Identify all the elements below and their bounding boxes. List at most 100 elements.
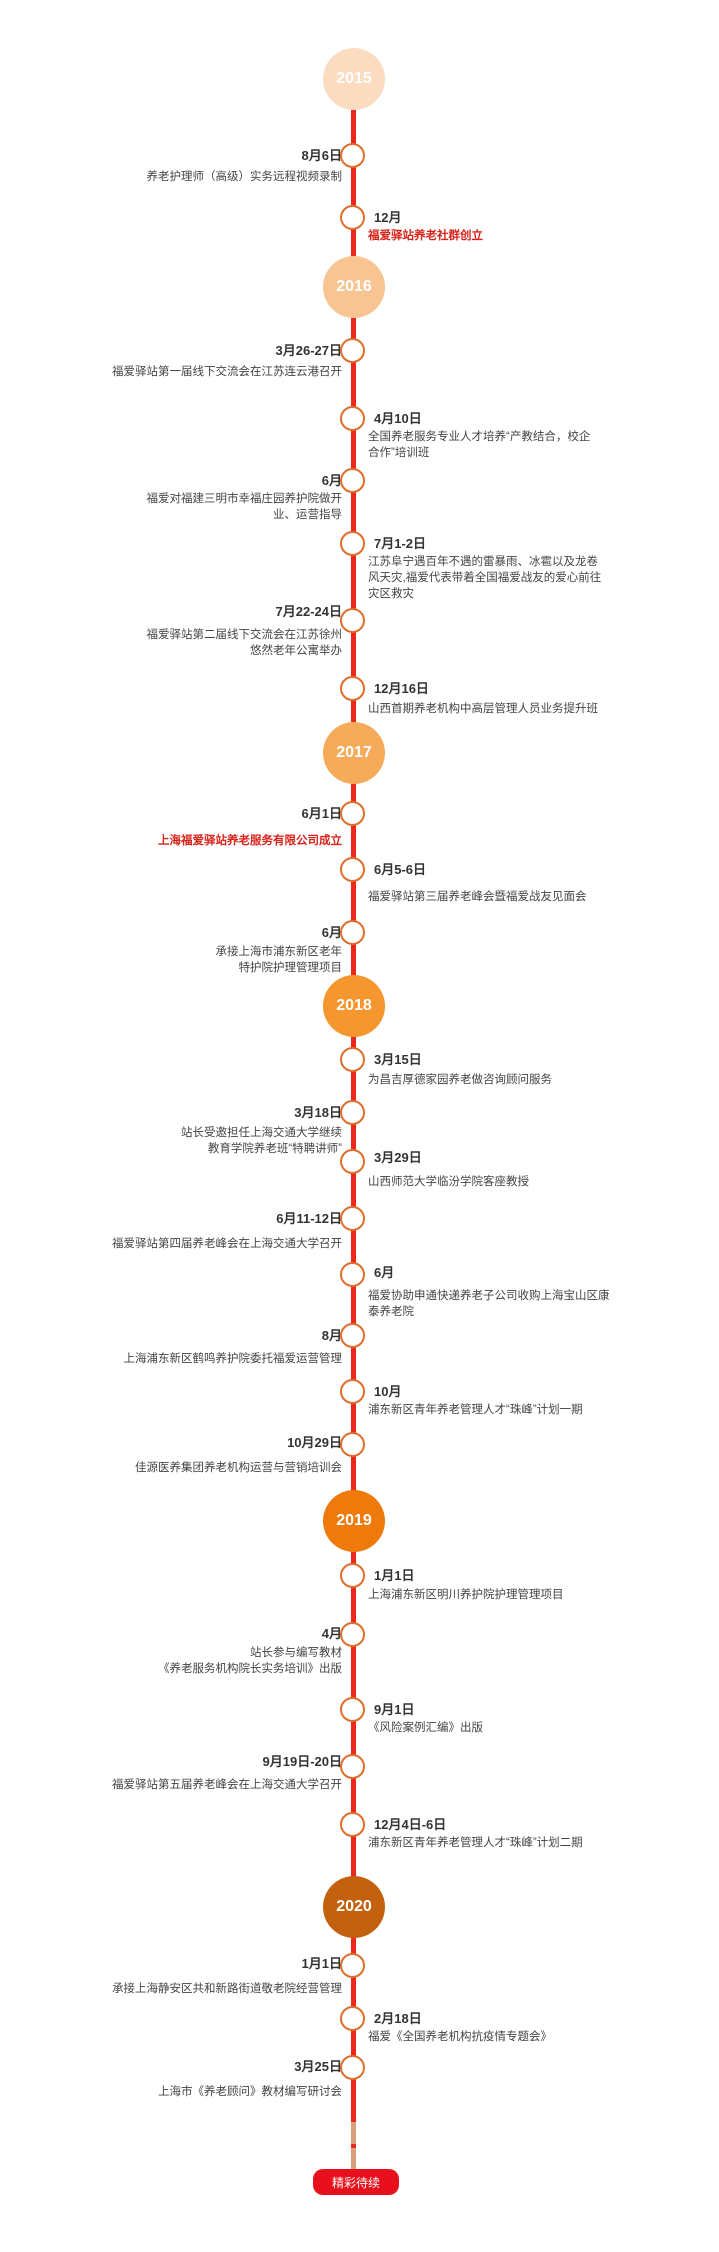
event-desc: 上海市《养老顾问》教材编写研讨会 <box>158 2086 342 2098</box>
event-desc: 站长受邀担任上海交通大学继续 教育学院养老班“特聘讲师” <box>181 1127 342 1155</box>
event-date: 3月26-27日 <box>275 343 342 358</box>
event-desc: 养老护理师（高级）实务远程视频录制 <box>146 171 343 183</box>
event-item: 8月 上海浦东新区鹤鸣养护院委托福爱运营管理 <box>124 1327 343 1367</box>
year-badge-2019: 2019 <box>323 1490 385 1552</box>
timeline-node <box>340 406 365 431</box>
event-date: 6月1日 <box>301 806 342 821</box>
event-desc: 福爱驿站第一届线下交流会在江苏连云港召开 <box>112 366 342 378</box>
timeline-node <box>340 1262 365 1287</box>
event-item: 3月26-27日 福爱驿站第一届线下交流会在江苏连云港召开 <box>112 342 342 380</box>
event-item: 6月 福爱协助申通快递养老子公司收购上海宝山区康 泰养老院 <box>368 1264 610 1320</box>
event-desc: 上海浦东新区明川养护院护理管理项目 <box>368 1589 564 1601</box>
event-desc: 承接上海静安区共和新路街道敬老院经营管理 <box>112 1983 342 1995</box>
timeline-node <box>340 1953 365 1978</box>
year-badge-2015: 2015 <box>323 48 385 110</box>
event-desc: 《风险案例汇编》出版 <box>368 1722 483 1734</box>
timeline-node <box>340 1697 365 1722</box>
event-item: 10月 浦东新区青年养老管理人才“珠峰”计划一期 <box>368 1383 583 1418</box>
event-desc: 福爱驿站第四届养老峰会在上海交通大学召开 <box>112 1238 342 1250</box>
timeline-node <box>340 857 365 882</box>
year-label: 2019 <box>336 1512 372 1529</box>
event-desc: 山西首期养老机构中高层管理人员业务提升班 <box>368 703 598 715</box>
timeline-node <box>340 1149 365 1174</box>
event-date: 4月 <box>321 1626 342 1641</box>
event-desc: 福爱驿站第五届养老峰会在上海交通大学召开 <box>112 1779 342 1791</box>
event-item: 1月1日 上海浦东新区明川养护院护理管理项目 <box>368 1567 564 1603</box>
event-date: 10月29日 <box>287 1435 342 1450</box>
event-item: 4月 站长参与编写教材 《养老服务机构院长实务培训》出版 <box>158 1625 342 1677</box>
timeline-dash <box>351 2148 356 2170</box>
timeline-node <box>340 2006 365 2031</box>
timeline-node <box>340 1622 365 1647</box>
timeline-node <box>340 2055 365 2080</box>
event-desc: 上海福爱驿站养老服务有限公司成立 <box>158 835 342 847</box>
to-be-continued-button[interactable]: 精彩待续 <box>313 2169 399 2195</box>
timeline-node <box>340 1047 365 1072</box>
event-desc: 浦东新区青年养老管理人才“珠峰”计划一期 <box>368 1404 583 1416</box>
event-item: 3月29日 山西师范大学临汾学院客座教授 <box>368 1149 529 1190</box>
event-date: 9月19日-20日 <box>262 1754 342 1769</box>
end-label: 精彩待续 <box>331 2175 380 2190</box>
timeline-node <box>340 1206 365 1231</box>
event-item: 6月 承接上海市浦东新区老年 特护院护理管理项目 <box>216 924 343 976</box>
event-item: 6月 福爱对福建三明市幸福庄园养护院做开 业、运营指导 <box>147 472 343 523</box>
event-item: 10月29日 佳源医养集团养老机构运营与营销培训会 <box>135 1434 342 1476</box>
timeline-node <box>340 920 365 945</box>
year-badge-2018: 2018 <box>323 975 385 1037</box>
event-item: 12月 福爱驿站养老社群创立 <box>368 209 483 244</box>
event-desc: 福爱《全国养老机构抗疫情专题会》 <box>368 2031 552 2043</box>
event-item: 7月1-2日 江苏阜宁遇百年不遇的雷暴雨、冰雹以及龙卷 风天灾,福爱代表带着全国… <box>368 535 601 602</box>
year-badge-2016: 2016 <box>323 256 385 318</box>
event-date: 3月15日 <box>374 1052 422 1067</box>
timeline-node <box>340 205 365 230</box>
year-label: 2016 <box>336 278 372 295</box>
event-date: 8月6日 <box>301 148 342 163</box>
event-date: 12月4日-6日 <box>374 1817 447 1832</box>
event-date: 9月1日 <box>374 1702 415 1717</box>
timeline-node <box>340 1563 365 1588</box>
event-desc: 为昌吉厚德家园养老做咨询顾问服务 <box>368 1074 552 1086</box>
event-date: 1月1日 <box>374 1568 415 1583</box>
event-date: 3月29日 <box>374 1150 422 1165</box>
event-date: 10月 <box>374 1384 402 1399</box>
year-badge-2017: 2017 <box>323 722 385 784</box>
event-desc: 山西师范大学临汾学院客座教授 <box>368 1176 529 1188</box>
event-desc: 福爱驿站第三届养老峰会暨福爱战友见面会 <box>368 891 587 903</box>
event-date: 6月 <box>321 925 342 940</box>
year-label: 2015 <box>336 70 372 87</box>
event-item: 9月1日 《风险案例汇编》出版 <box>368 1701 483 1736</box>
timeline-node <box>340 1432 365 1457</box>
event-date: 2月18日 <box>374 2011 422 2026</box>
event-item: 8月6日 养老护理师（高级）实务远程视频录制 <box>147 147 343 185</box>
timeline-node <box>340 531 365 556</box>
event-desc: 全国养老服务专业人才培养“产教结合，校企 合作”培训班 <box>368 431 591 459</box>
timeline-node <box>340 1379 365 1404</box>
year-label: 2018 <box>336 997 372 1014</box>
event-item: 6月1日 上海福爱驿站养老服务有限公司成立 <box>158 805 342 849</box>
timeline-node <box>340 608 365 633</box>
event-item: 3月25日 上海市《养老顾问》教材编写研讨会 <box>158 2058 342 2100</box>
timeline-node <box>340 338 365 363</box>
event-desc: 浦东新区青年养老管理人才“珠峰”计划二期 <box>368 1837 583 1849</box>
event-date: 6月5-6日 <box>374 862 427 877</box>
timeline-node <box>340 1323 365 1348</box>
year-label: 2017 <box>336 744 372 761</box>
event-item: 3月18日 站长受邀担任上海交通大学继续 教育学院养老班“特聘讲师” <box>181 1104 342 1157</box>
event-date: 3月18日 <box>294 1105 342 1120</box>
event-date: 7月22-24日 <box>275 604 342 619</box>
event-desc: 福爱驿站养老社群创立 <box>368 230 483 242</box>
timeline-node <box>340 676 365 701</box>
timeline-node <box>340 468 365 493</box>
event-desc: 福爱协助申通快递养老子公司收购上海宝山区康 泰养老院 <box>368 1290 610 1318</box>
event-desc: 上海浦东新区鹤鸣养护院委托福爱运营管理 <box>123 1353 343 1365</box>
event-item: 12月4日-6日 浦东新区青年养老管理人才“珠峰”计划二期 <box>368 1816 583 1851</box>
event-date: 12月 <box>374 210 402 225</box>
timeline-node <box>340 143 365 168</box>
event-item: 1月1日 承接上海静安区共和新路街道敬老院经营管理 <box>112 1955 342 1997</box>
event-item: 2月18日 福爱《全国养老机构抗疫情专题会》 <box>368 2010 552 2045</box>
event-date: 12月16日 <box>374 681 429 696</box>
event-desc: 承接上海市浦东新区老年 特护院护理管理项目 <box>215 946 343 974</box>
event-date: 4月10日 <box>374 411 422 426</box>
event-date: 6月11-12日 <box>276 1211 342 1226</box>
